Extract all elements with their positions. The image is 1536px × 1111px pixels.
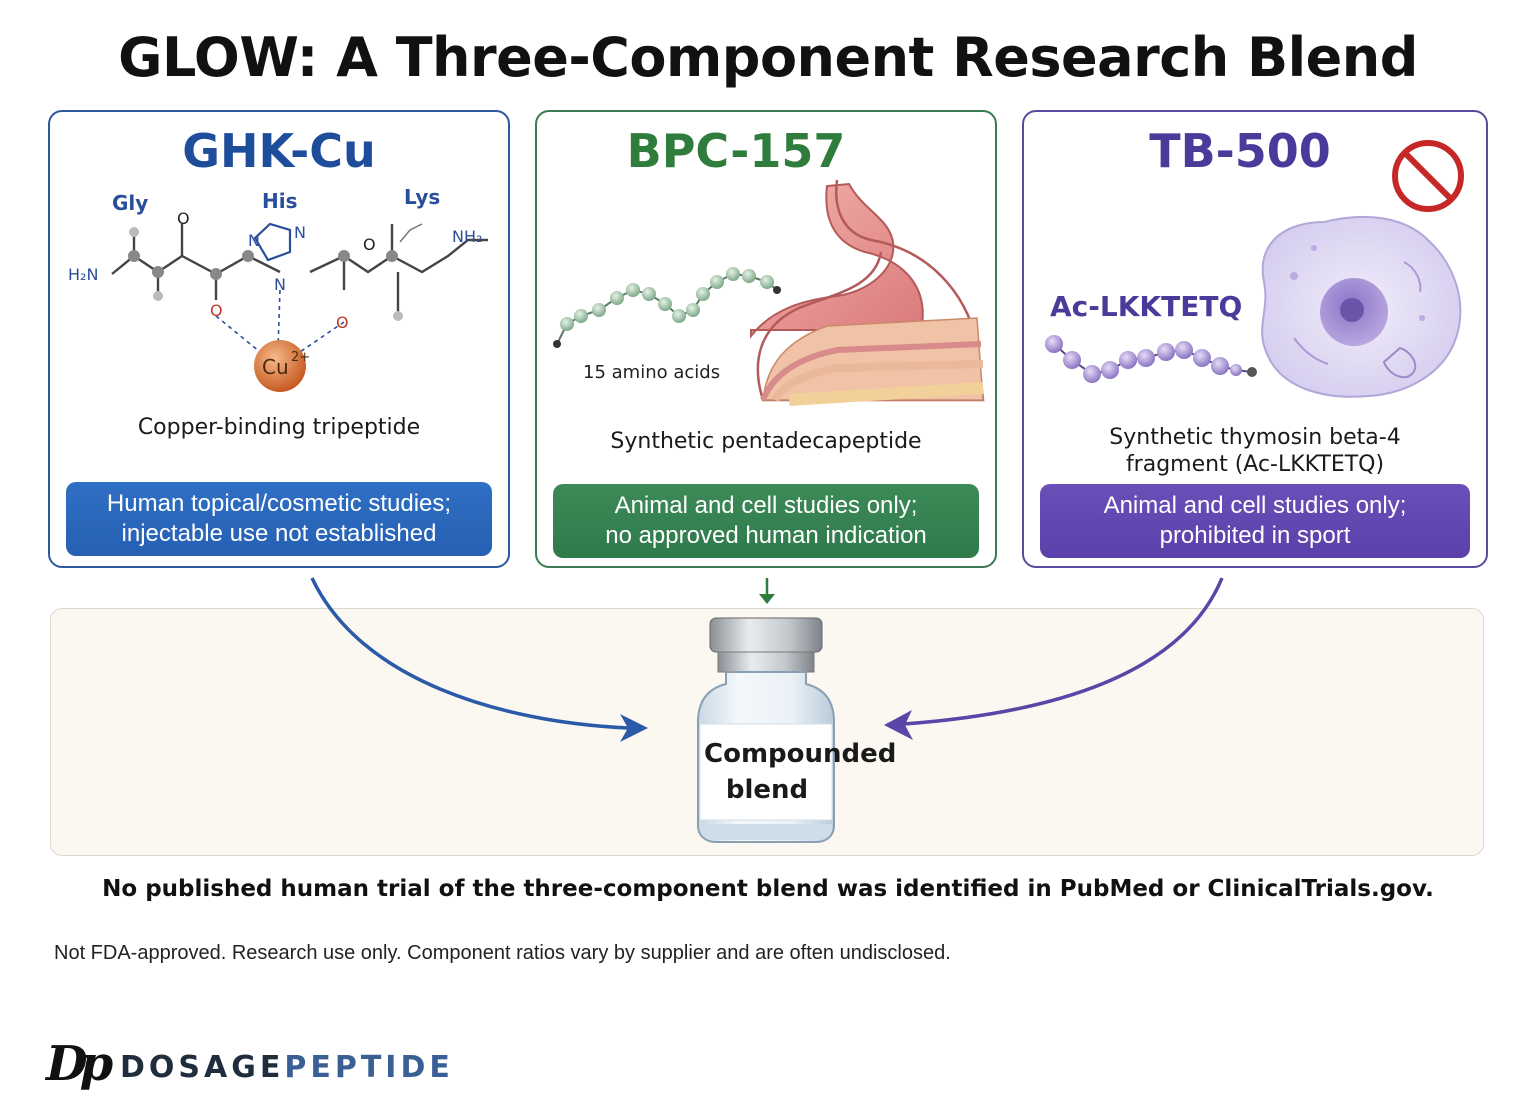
bpc-157-chain-label: 15 amino acids — [583, 362, 720, 383]
atom-spheres — [128, 227, 403, 321]
tb-500-status-line: prohibited in sport — [1159, 522, 1351, 549]
peptide-chain-icon — [553, 267, 781, 348]
amino-terminus-label: H₂N — [68, 265, 98, 284]
bpc-157-status-line: no approved human indication — [605, 522, 927, 549]
tb-500-name: TB-500 — [1149, 124, 1331, 178]
vial-label-line: Compounded — [704, 739, 897, 769]
bpc-157-status-badge: Animal and cell studies only; no approve… — [553, 484, 979, 558]
bound-oxygen-label: O — [210, 301, 223, 320]
tb-500-cell-illustration: Ac-LKKTETQ — [1045, 140, 1464, 398]
ghk-cu-description: Copper-binding tripeptide — [137, 415, 421, 440]
bpc-157-status-line: Animal and cell studies only; — [614, 492, 918, 519]
residue-his-label: His — [262, 189, 298, 213]
carbonyl-oxygen-label: O — [363, 235, 376, 254]
arrow-bpc-to-blend — [759, 578, 775, 604]
vial-label-line: blend — [725, 775, 809, 805]
brand-wordmark: DOSAGEPEPTIDE — [120, 1050, 454, 1085]
lysine-amine-label: NH₂ — [452, 227, 482, 246]
brand-monogram: Dp — [46, 1036, 113, 1092]
stomach-icon — [750, 179, 985, 406]
residue-gly-label: Gly — [112, 191, 148, 215]
bpc-157-name: BPC-157 — [626, 124, 846, 178]
vial-icon — [697, 617, 835, 843]
tb-500-description-line: fragment (Ac-LKKTETQ) — [1125, 452, 1385, 477]
tb-500-card: TB-500 — [1022, 110, 1488, 568]
imidazole-ring — [253, 222, 292, 262]
tb-500-description-line: Synthetic thymosin beta-4 — [1109, 425, 1401, 450]
bpc-157-card: BPC-157 — [535, 110, 997, 568]
ghk-cu-molecule-diagram: Gly His Lys — [68, 185, 488, 392]
tb-500-description: Synthetic thymosin beta-4 fragment (Ac-L… — [1034, 424, 1476, 478]
prohibited-icon — [1392, 140, 1464, 212]
cell-icon — [1261, 215, 1462, 398]
brand-word-dosage: DOSAGE — [120, 1050, 285, 1085]
peptide-chain-icon — [1045, 335, 1257, 383]
ghk-cu-status-line: injectable use not established — [121, 520, 437, 547]
ring-nitrogen-label: N — [294, 223, 306, 242]
brand-word-peptide: PEPTIDE — [284, 1050, 454, 1085]
copper-ion-icon — [254, 340, 306, 392]
ghk-cu-status-line: Human topical/cosmetic studies; — [106, 490, 452, 517]
ghk-cu-card: GHK-Cu Gly His Lys — [48, 110, 510, 568]
arrow-ghk-to-blend — [310, 577, 648, 742]
vial-label: Compounded blend — [704, 736, 897, 808]
ghk-cu-name: GHK-Cu — [182, 124, 376, 178]
tb-500-status-badge: Animal and cell studies only; prohibited… — [1040, 484, 1470, 558]
ring-nitrogen-label: N — [274, 275, 286, 294]
disclaimer: Not FDA-approved. Research use only. Com… — [54, 942, 951, 964]
key-finding: No published human trial of the three-co… — [102, 876, 1434, 902]
ring-nitrogen-label: N — [248, 231, 260, 250]
residue-lys-label: Lys — [404, 185, 440, 209]
bpc-157-description: Synthetic pentadecapeptide — [610, 429, 922, 454]
ghk-cu-status-badge: Human topical/cosmetic studies; injectab… — [66, 482, 492, 556]
copper-charge-label: 2+ — [291, 350, 310, 365]
arrow-tb-to-blend — [884, 577, 1224, 740]
carbonyl-oxygen-label: O — [177, 209, 190, 228]
coordination-bonds — [215, 289, 345, 353]
tb-500-status-line: Animal and cell studies only; — [1103, 492, 1407, 519]
copper-label: Cu — [262, 355, 289, 379]
bpc-157-stomach-illustration: 15 amino acids — [553, 179, 985, 406]
bound-oxygen-label: O — [336, 313, 349, 332]
tb-500-sequence-label: Ac-LKKTETQ — [1050, 290, 1242, 323]
page-title: GLOW: A Three-Component Research Blend — [118, 26, 1418, 89]
